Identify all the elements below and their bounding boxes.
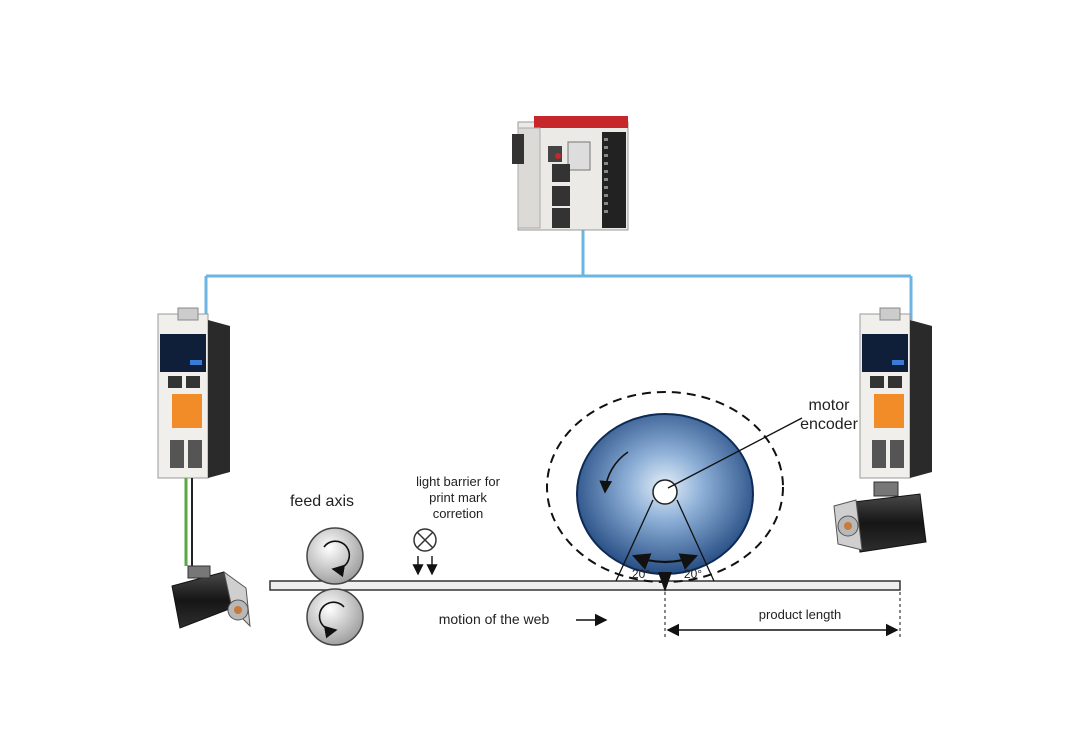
cutting-drum	[546, 391, 803, 592]
plc-controller-icon	[512, 116, 629, 231]
feed-roller-top	[306, 527, 364, 585]
angle-right-label: 20°	[684, 567, 702, 581]
light-barrier-sensor-icon	[412, 528, 438, 576]
product-length-dimension	[664, 592, 901, 640]
motor-cable-left	[184, 478, 193, 566]
feed-axis-label: feed axis	[290, 493, 354, 510]
servo-motor-left-icon	[171, 565, 251, 629]
light-barrier-label-line2: print mark	[429, 490, 487, 505]
network-lines	[204, 228, 913, 320]
servo-motor-right-icon	[833, 481, 927, 553]
angle-left-label: 20°	[632, 567, 650, 581]
cutting-knife	[658, 572, 672, 592]
light-barrier-label-line3: corretion	[433, 506, 484, 521]
product-length-label: product length	[759, 607, 841, 622]
motor-encoder-label-line2: encoder	[800, 416, 858, 433]
motion-of-web-label: motion of the web	[439, 611, 550, 627]
servo-drive-left-icon	[157, 307, 230, 479]
web-material	[269, 580, 901, 591]
drum-hub	[652, 479, 678, 505]
servo-drive-right-icon	[859, 307, 932, 479]
motor-encoder-label-line1: motor	[809, 397, 851, 414]
encoder-pointer-line	[667, 417, 803, 489]
feed-roller-bottom	[306, 588, 364, 646]
light-barrier-label-line1: light barrier for	[416, 474, 500, 489]
